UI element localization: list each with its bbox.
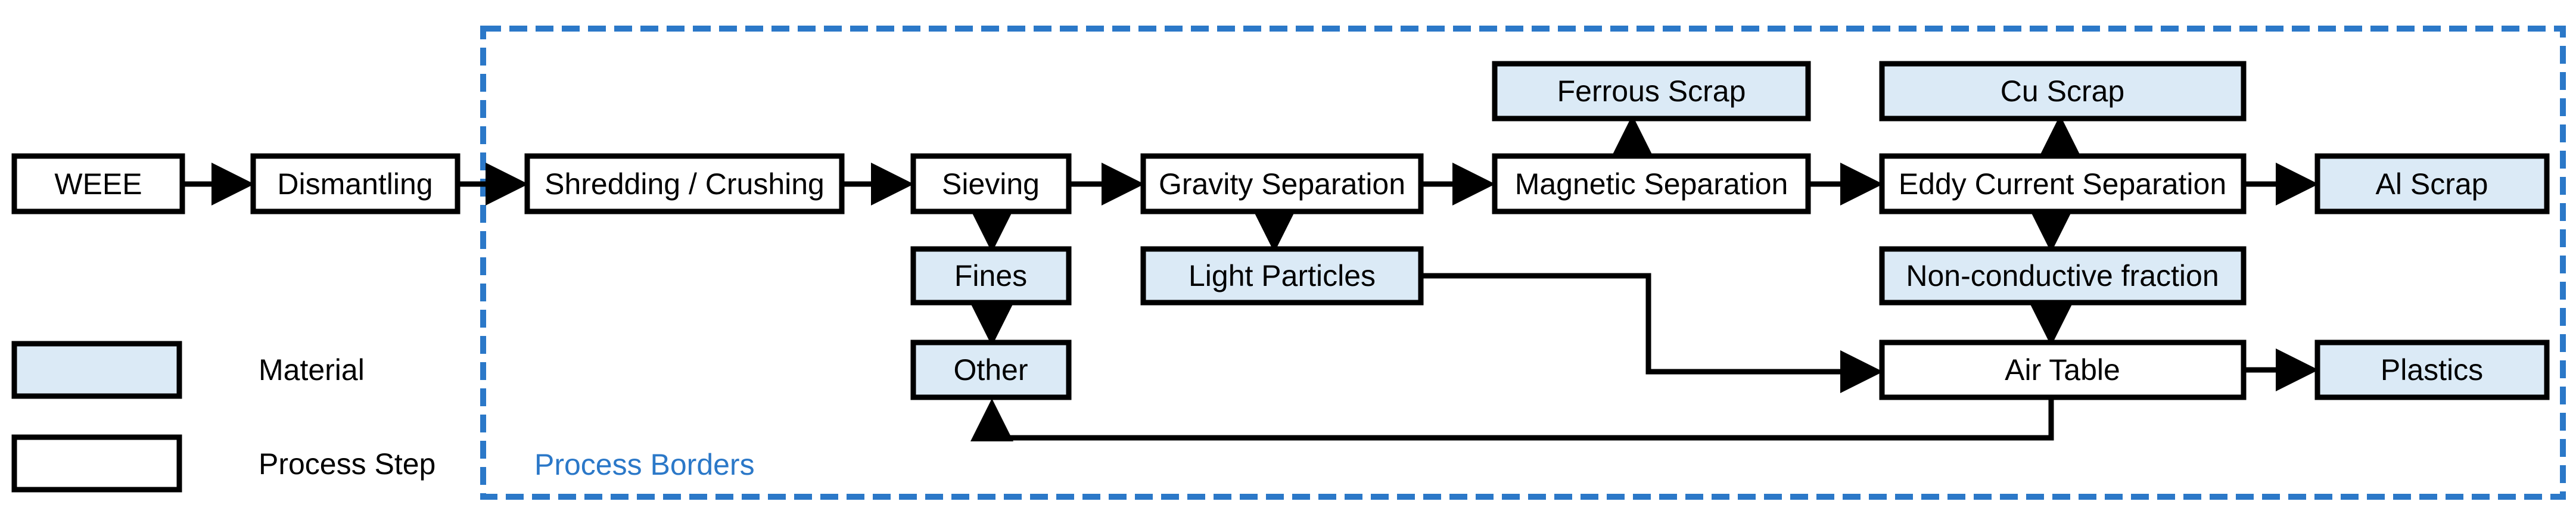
legend-material-label: Material	[259, 353, 365, 387]
node-magnetic: Magnetic Separation	[1492, 153, 1811, 214]
node-magnetic-label: Magnetic Separation	[1515, 167, 1788, 201]
arrow-light-airtable	[1421, 273, 1883, 393]
node-al-scrap-label: Al Scrap	[2376, 167, 2488, 201]
legend-process-step-label: Process Step	[259, 447, 435, 481]
node-non-conductive: Non-conductive fraction	[1879, 246, 2247, 306]
process-borders-label: Process Borders	[534, 448, 755, 481]
node-dismantling: Dismantling	[250, 153, 461, 214]
node-eddy-label: Eddy Current Separation	[1899, 167, 2226, 201]
node-light-particles-label: Light Particles	[1189, 259, 1376, 292]
node-air-table: Air Table	[1879, 340, 2247, 400]
node-plastics-label: Plastics	[2381, 353, 2483, 387]
node-non-conductive-label: Non-conductive fraction	[1906, 259, 2219, 292]
node-sieving-label: Sieving	[942, 167, 1040, 201]
node-cu-scrap: Cu Scrap	[1879, 61, 2247, 122]
arrow-airtable-other	[970, 397, 2054, 441]
legend-material-swatch	[11, 341, 182, 399]
process-border	[480, 26, 2566, 500]
node-fines-label: Fines	[954, 259, 1027, 292]
node-sieving: Sieving	[910, 153, 1072, 214]
node-air-table-label: Air Table	[2005, 353, 2120, 387]
node-weee-label: WEEE	[54, 167, 142, 201]
node-plastics: Plastics	[2314, 340, 2550, 400]
node-cu-scrap-label: Cu Scrap	[2001, 74, 2124, 108]
node-weee: WEEE	[11, 153, 185, 214]
node-light-particles: Light Particles	[1140, 246, 1424, 306]
legend-process-step-swatch	[11, 434, 182, 493]
node-shredding: Shredding / Crushing	[524, 153, 845, 214]
node-fines: Fines	[910, 246, 1072, 306]
node-ferrous-scrap: Ferrous Scrap	[1492, 61, 1811, 122]
node-shredding-label: Shredding / Crushing	[545, 167, 825, 201]
node-gravity: Gravity Separation	[1140, 153, 1424, 214]
node-al-scrap: Al Scrap	[2314, 153, 2550, 214]
node-eddy: Eddy Current Separation	[1879, 153, 2247, 214]
node-gravity-label: Gravity Separation	[1159, 167, 1405, 201]
node-other: Other	[910, 340, 1072, 400]
connectors	[182, 115, 2319, 441]
node-ferrous-scrap-label: Ferrous Scrap	[1557, 74, 1746, 108]
node-dismantling-label: Dismantling	[277, 167, 433, 201]
legend: Material Process Step	[11, 341, 435, 493]
node-other-label: Other	[953, 353, 1028, 387]
